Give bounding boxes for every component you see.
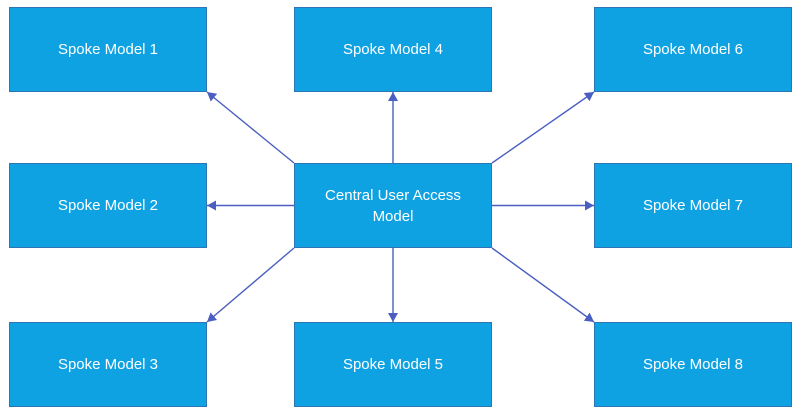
node-spoke-model-1: Spoke Model 1 [9,7,207,92]
node-spoke-model-3: Spoke Model 3 [9,322,207,407]
connector-arrow-center-to-spoke3 [206,247,295,323]
node-label: Spoke Model 6 [642,41,744,58]
node-spoke-model-7: Spoke Model 7 [594,163,792,248]
connector-arrow-center-to-spoke1 [206,91,295,164]
connector-arrow-center-to-spoke8 [491,247,595,323]
node-label: Spoke Model 2 [57,197,159,214]
node-label: Spoke Model 1 [57,41,159,58]
node-spoke-model-2: Spoke Model 2 [9,163,207,248]
node-label: Spoke Model 5 [342,356,444,373]
node-label: Spoke Model 8 [642,356,744,373]
node-spoke-model-4: Spoke Model 4 [294,7,492,92]
connector-arrow-center-to-spoke6 [491,91,595,164]
node-label: Spoke Model 4 [342,41,444,58]
node-label: Central User Access Model [325,186,461,225]
node-spoke-model-8: Spoke Model 8 [594,322,792,407]
node-label: Spoke Model 3 [57,356,159,373]
node-spoke-model-5: Spoke Model 5 [294,322,492,407]
node-spoke-model-6: Spoke Model 6 [594,7,792,92]
node-central-user-access-model: Central User Access Model [294,163,492,248]
node-label: Spoke Model 7 [642,197,744,214]
